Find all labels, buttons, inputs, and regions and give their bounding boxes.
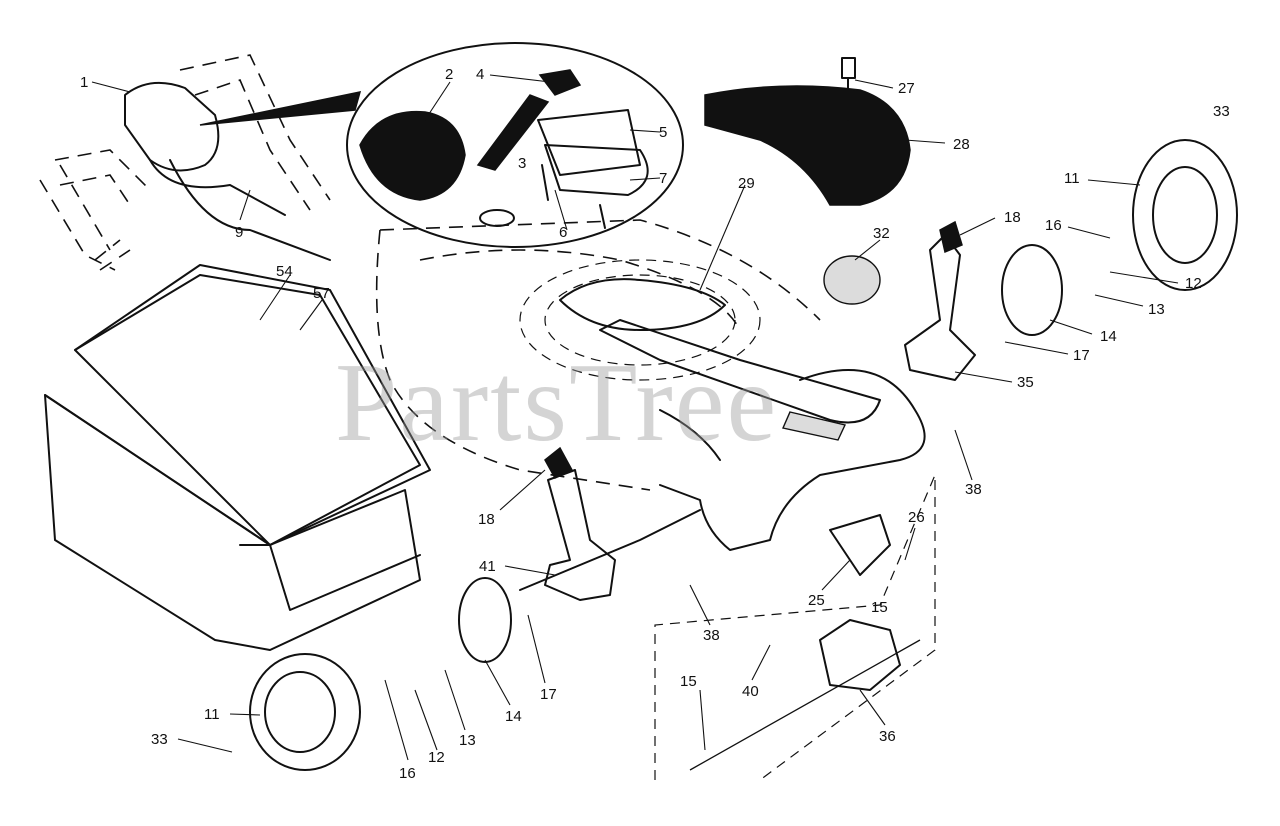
callout-11-left: 11 [204,706,220,723]
callout-15-upper: 15 [871,599,888,616]
detail-inset [199,42,684,248]
callout-15-lower: 15 [680,673,697,690]
control-bar [124,81,331,261]
rear-cover [704,57,911,206]
callout-2: 2 [445,66,453,83]
callout-32: 32 [873,225,890,242]
callout-18-left: 18 [478,511,495,528]
dashed-boundary [654,474,936,781]
mower-deck [375,219,926,551]
callout-3: 3 [518,155,526,172]
callout-4: 4 [476,66,484,83]
callout-13-left: 13 [459,732,476,749]
callout-27: 27 [898,80,915,97]
callout-38-right: 38 [965,481,982,498]
callout-33-left: 33 [151,731,168,748]
callout-40: 40 [742,683,759,700]
callout-12-right: 12 [1185,275,1202,292]
callout-9: 9 [235,224,243,241]
callout-38-left: 38 [703,627,720,644]
callout-35: 35 [1017,374,1034,391]
callout-labels: 1 2 4 27 33 28 5 3 7 11 29 9 6 18 16 32 … [80,66,1230,782]
callout-14-right: 14 [1100,328,1117,345]
callout-16-right: 16 [1045,217,1062,234]
callout-17-left: 17 [540,686,557,703]
leader-lines [91,74,1179,761]
callout-29: 29 [738,175,755,192]
callout-11: 11 [1064,170,1080,187]
callout-17-right: 17 [1073,347,1090,364]
callout-18-right: 18 [1004,209,1021,226]
callout-13-right: 13 [1148,301,1165,318]
callout-54: 54 [276,263,293,280]
handle-outline [39,54,331,271]
callout-1: 1 [80,74,88,91]
callout-16-left: 16 [399,765,416,782]
callout-25: 25 [808,592,825,609]
callout-33: 33 [1213,103,1230,120]
callout-6: 6 [559,224,567,241]
callout-28: 28 [953,136,970,153]
watermark-text: PartsTree [335,341,778,465]
callout-41: 41 [479,558,496,575]
wheel-assemblies [249,139,1238,771]
callout-12-left: 12 [428,749,445,766]
callout-5: 5 [659,124,667,141]
callout-7: 7 [659,170,667,187]
callout-14-left: 14 [505,708,522,725]
callout-36: 36 [879,728,896,745]
callout-57: 57 [313,285,330,302]
callout-26: 26 [908,509,925,526]
grass-bag [44,264,431,651]
